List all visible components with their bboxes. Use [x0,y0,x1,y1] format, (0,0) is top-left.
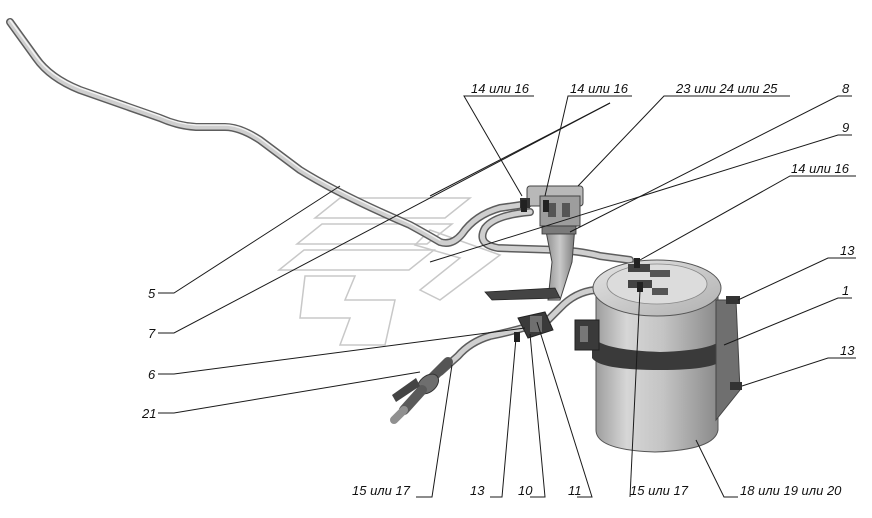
valve-23 [520,185,584,227]
canister-1 [574,259,742,453]
callout-14-16-a: 14 или 16 [471,81,530,96]
callout-18-19-20: 18 или 19 или 20 [740,483,842,498]
clamp-14-marks [514,200,643,342]
callout-11: 11 [568,483,582,498]
callout-13-b: 13 [840,343,855,358]
callout-13-c: 13 [470,483,485,498]
callout-21: 21 [141,406,156,421]
callout-6: 6 [148,367,156,382]
callout-1: 1 [842,283,849,298]
callout-7: 7 [148,326,156,341]
leader-lines [158,95,856,498]
callout-9: 9 [842,120,849,135]
bracket-8 [484,225,577,301]
callout-14-16-c: 14 или 16 [791,161,850,176]
callout-13-a: 13 [840,243,855,258]
connector-21 [390,357,453,424]
clip-10 [517,311,554,339]
tube-5 [6,18,532,247]
callout-15-17-a: 15 или 17 [352,483,411,498]
callout-8: 8 [842,81,850,96]
callout-15-17-b: 15 или 17 [630,483,689,498]
callout-14-16-b: 14 или 16 [570,81,629,96]
callout-labels: 5 7 6 21 14 или 16 14 или 16 23 или 24 и… [141,81,855,498]
callout-10: 10 [518,483,533,498]
callout-5: 5 [148,286,156,301]
tube-7 [478,208,634,264]
callout-23-24-25: 23 или 24 или 25 [675,81,778,96]
